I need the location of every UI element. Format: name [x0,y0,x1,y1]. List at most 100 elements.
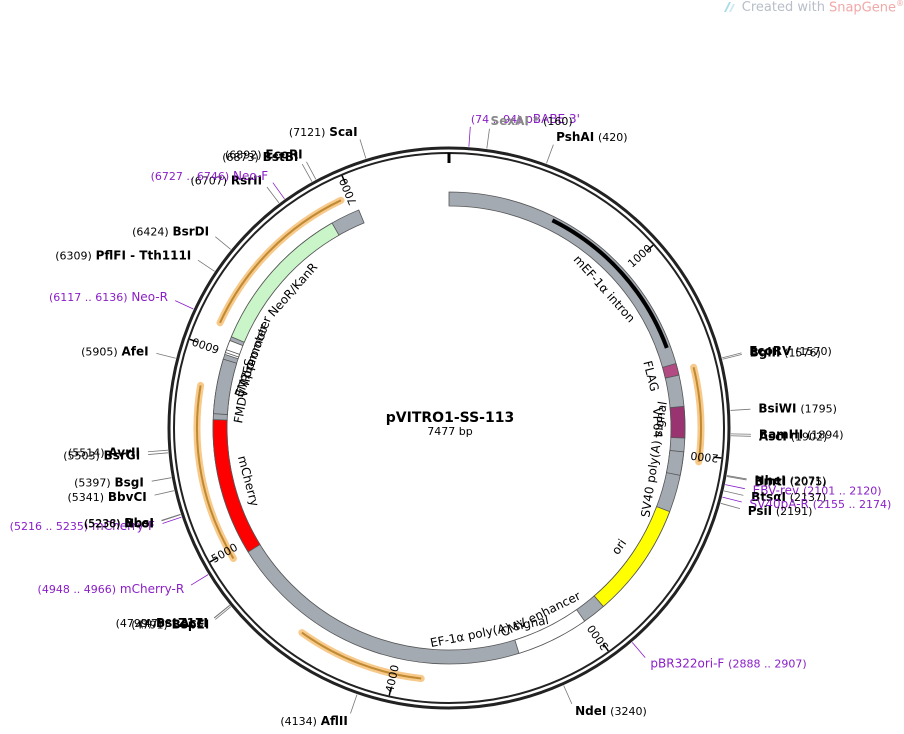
snapgene-logo-icon [723,2,735,13]
tick-mark [189,338,198,343]
site-label: (5236) NcoI [84,516,154,530]
site-position: (5503) [63,449,100,462]
site-name: BspEI [172,617,210,631]
site-position: (4948 .. 4966) [38,583,117,596]
site-leader [190,574,209,586]
watermark-reg: ® [896,0,904,8]
site-position: (1795) [800,403,837,416]
site-position: (1576) [784,346,821,359]
site-leader [730,408,751,411]
tick-mark [713,456,722,459]
site-name: BsrDI [172,225,209,239]
site-name: SV40pA-R [750,497,809,511]
site-leader [215,606,232,620]
feature-3 [669,405,686,439]
site-label: (74 .. 94) pBABE 3' [471,112,580,126]
site-leader [722,352,742,359]
site-position: (5905) [81,345,118,358]
site-position: (5236) [84,517,121,530]
site-leader [725,484,745,490]
site-position: (6727 .. 6746) [151,170,230,183]
site-label: (4791) BspEI [131,617,209,631]
site-leader [723,490,744,496]
site-label: (4798) AccI [140,616,208,630]
site-label: (6117 .. 6136) Neo-R [49,290,168,304]
site-label: (7121) ScaI [289,125,358,139]
site-label: BmtI (2075) [754,474,826,488]
site-leader [631,642,646,658]
site-position: (1902) [791,431,828,444]
plasmid-name: pVITRO1-SS-113 [386,410,514,426]
site-position: (2888 .. 2907) [728,658,807,671]
site-leader [350,694,358,714]
site-label: pBR322ori-F (2888 .. 2907) [650,657,806,671]
site-name: PsiI [748,504,772,518]
tick-label: 1000 [625,242,655,270]
site-position: (4799) [116,617,153,630]
site-name: NdeI [575,704,606,718]
site-label: BglII (1576) [750,345,821,359]
site-name: BsgI [115,476,144,490]
site-leader [301,163,313,182]
site-name: AflII [321,714,348,728]
site-position: (6117 .. 6136) [49,291,128,304]
site-label: SexAI * (160) [491,114,573,128]
site-label: (5341) BbvCI [68,490,147,504]
site-position: (6309) [55,250,92,263]
site-name: AccI [180,616,208,630]
site-position: (2075) [790,475,827,488]
site-leader [306,161,317,180]
site-name: BbsI [125,516,154,530]
site-position: (6707) [190,175,227,188]
tick-mark [603,643,609,652]
site-name: BsrGI [104,448,141,462]
site-label: NdeI (3240) [575,704,647,718]
site-label: (5238) BbsI [84,516,154,530]
site-name: ScaI [329,125,357,139]
site-position: (4791) [131,618,168,631]
site-position: (1894) [807,428,844,441]
site-leader [546,144,554,164]
feature-10 [230,222,340,343]
site-leader [154,490,175,496]
site-name: mCherry-F [92,519,155,533]
site-leader [215,236,232,250]
site-name: BmtI [754,474,786,488]
watermark-brand-name: SnapGene [828,0,896,16]
site-name: pBR322ori-F [650,657,724,671]
orf-arrow [301,631,422,680]
site-name: AscI [759,430,787,444]
site-position: (5238) [84,517,121,530]
site-leader [726,476,747,481]
feature-label: FLAG [640,359,661,393]
site-position: (2071) [790,474,827,487]
feature-2 [662,363,680,379]
site-label: EcoRV (1570) [749,344,832,358]
site-label: BtsαI (2137) [751,490,826,504]
site-label: (5905) AfeI [81,344,149,358]
site-leader [720,502,741,510]
site-name: PflFI - Tth111I [96,249,192,263]
backbone-outer-ring [167,146,731,710]
site-name: BsiWI [758,402,796,416]
site-leader [486,128,490,149]
site-name: PshAI [556,130,594,144]
site-leader [197,259,215,272]
site-name: EcoRV [749,344,792,358]
site-leader [272,182,285,200]
site-position: (2191) [776,505,813,518]
site-leader [151,477,172,482]
site-name: mCherry-R [120,582,184,596]
site-label: (4948 .. 4966) mCherry-R [38,582,185,596]
site-name: pBABE 3' [525,112,580,126]
feature-11 [224,349,241,358]
site-position: (2101 .. 2120) [803,484,882,497]
site-leader [161,514,181,522]
site-name: EcoRI [265,148,302,162]
feature-4 [665,450,685,476]
site-position: (1570) [795,345,832,358]
site-position: (2155 .. 2174) [813,498,892,511]
watermark-prefix: Created with [741,0,825,15]
site-position: (420) [598,131,628,144]
